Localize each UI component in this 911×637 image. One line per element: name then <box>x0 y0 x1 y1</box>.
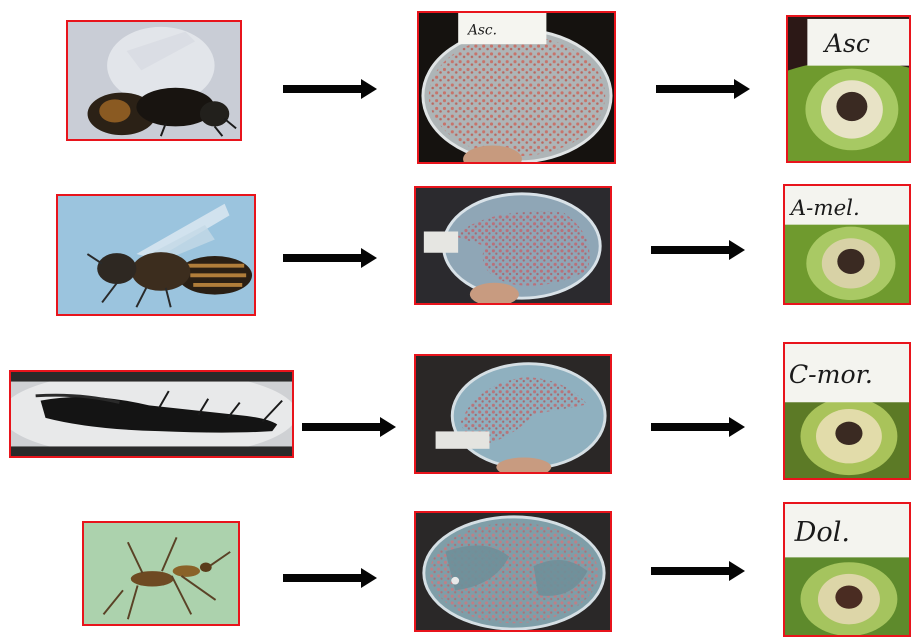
arrow-right-icon <box>283 252 377 264</box>
petri-dish-photo-2 <box>414 186 612 305</box>
arrow-right-icon <box>283 83 377 95</box>
fruit-label-3: C-mor. <box>789 360 873 389</box>
arrow-right-icon <box>656 83 750 95</box>
arrow-right-icon <box>651 244 745 256</box>
fruit-label-2: A-mel. <box>789 196 860 221</box>
fruit-label-1: Asc <box>823 29 870 58</box>
insect-photo-3 <box>9 370 294 458</box>
fruit-label-4: Dol. <box>794 517 850 548</box>
insect-photo-1 <box>66 20 242 141</box>
arrow-right-icon <box>651 421 745 433</box>
arrow-right-icon <box>302 421 396 433</box>
plate-label-1: Asc. <box>466 22 497 38</box>
fruit-photo-3: C-mor. <box>783 342 911 480</box>
petri-dish-photo-4 <box>414 511 612 632</box>
insect-photo-4 <box>82 521 240 626</box>
petri-dish-photo-3 <box>414 354 612 474</box>
petri-dish-photo-1: Asc. <box>417 11 616 164</box>
fruit-photo-2: A-mel. <box>783 184 911 305</box>
fruit-photo-4: Dol. <box>783 502 911 637</box>
arrow-right-icon <box>283 572 377 584</box>
arrow-right-icon <box>651 565 745 577</box>
insect-photo-2 <box>56 194 256 316</box>
fruit-photo-1: Asc <box>786 15 911 163</box>
